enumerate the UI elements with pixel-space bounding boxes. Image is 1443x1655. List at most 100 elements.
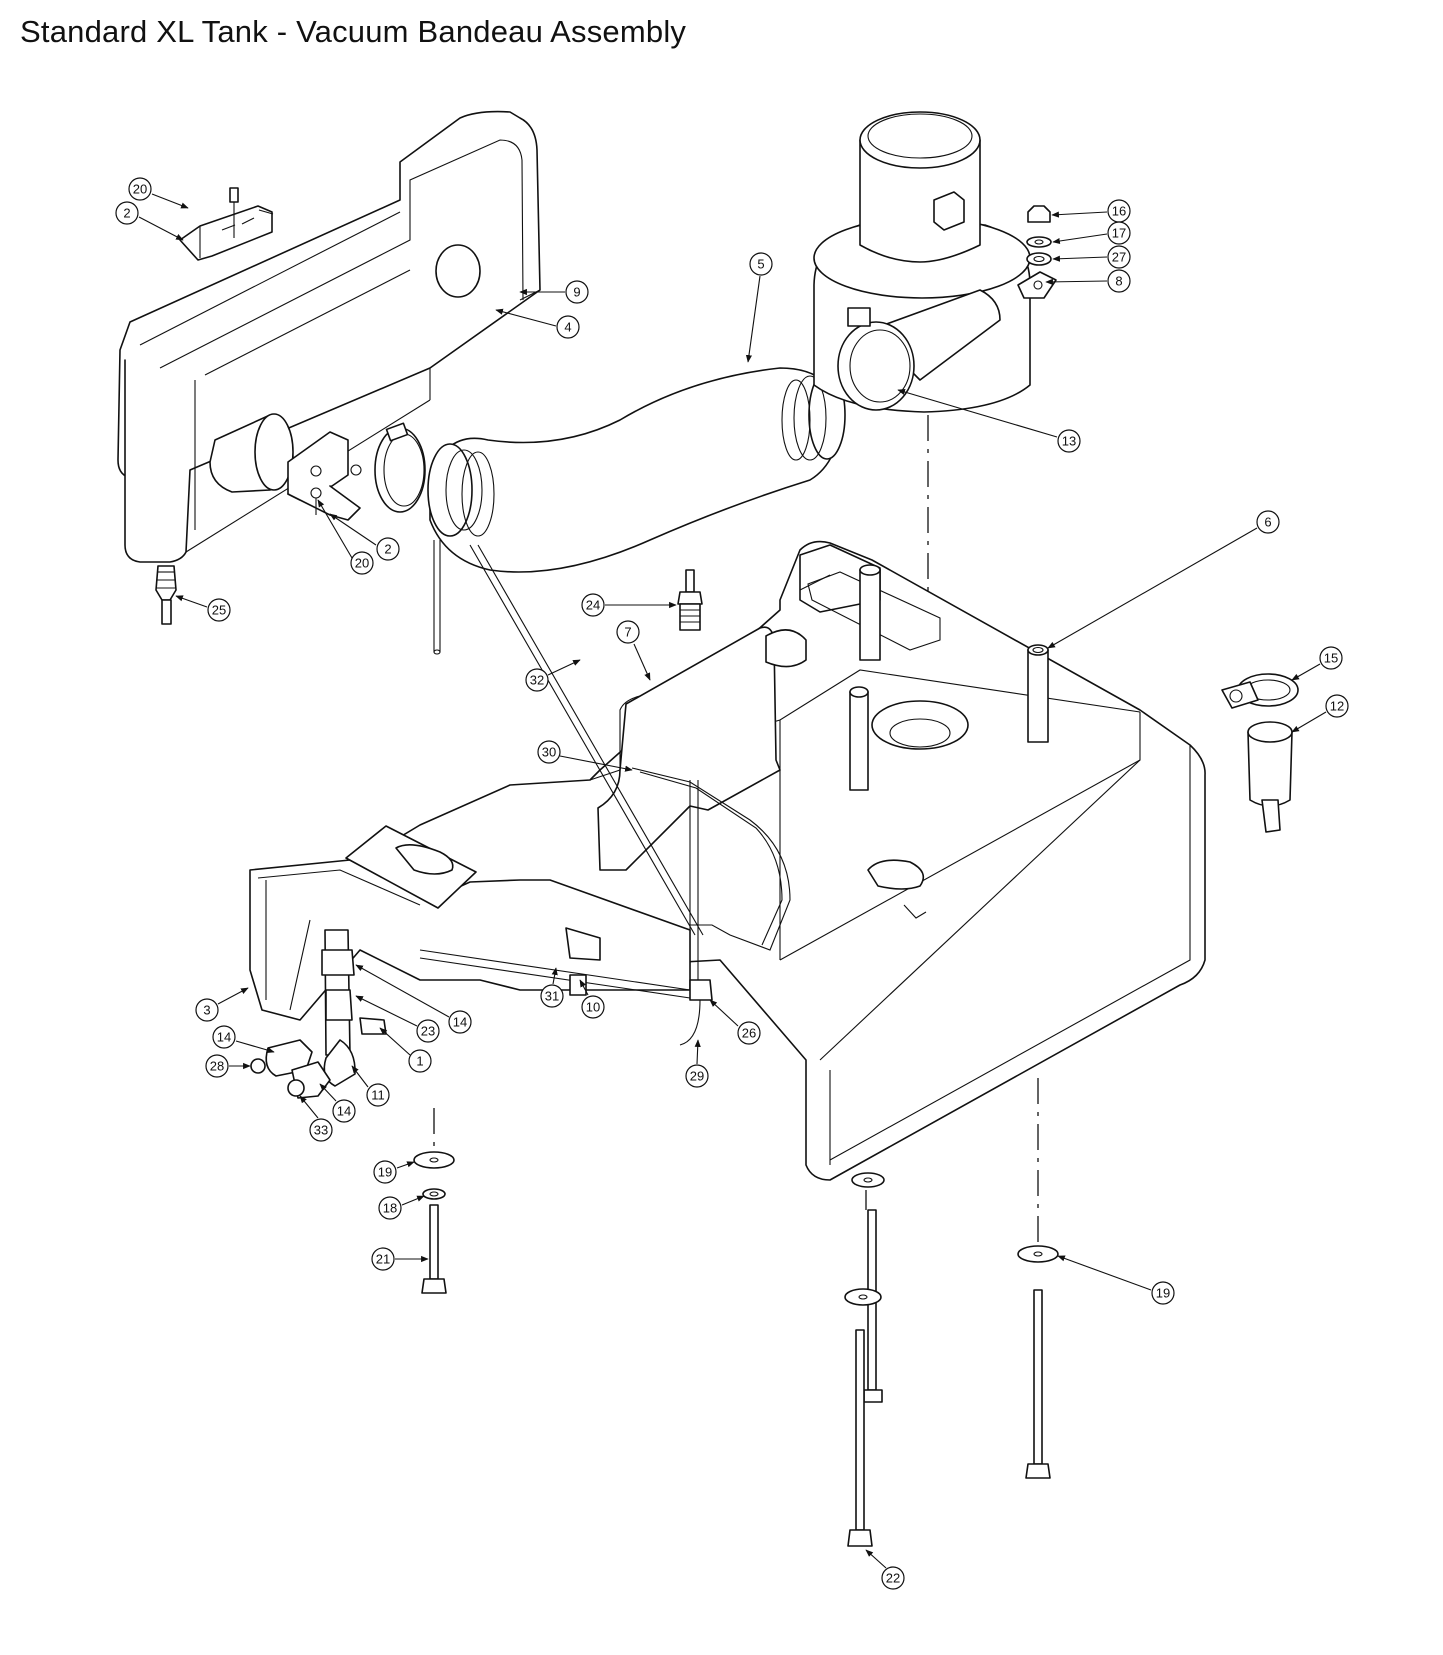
callout-20a: 20 [128, 177, 189, 209]
callout-14a: 14 [212, 1025, 275, 1054]
svg-text:16: 16 [1112, 204, 1126, 219]
vacuum-motor [813, 111, 1057, 413]
svg-text:30: 30 [542, 745, 556, 760]
callouts: 20 2 9 4 5 16 17 [115, 177, 1349, 1590]
bracket-lower [287, 431, 362, 521]
callout-9: 9 [519, 280, 589, 304]
fitting-24 [677, 569, 703, 631]
svg-text:28: 28 [210, 1059, 224, 1074]
page-title: Standard XL Tank - Vacuum Bandeau Assemb… [20, 14, 687, 49]
callout-2a: 2 [115, 201, 184, 241]
callout-33: 33 [299, 1095, 333, 1142]
callout-19a: 19 [373, 1160, 415, 1184]
callout-19b: 19 [1057, 1255, 1175, 1305]
svg-text:6: 6 [1264, 515, 1271, 530]
callout-22: 22 [865, 1549, 905, 1590]
svg-text:14: 14 [337, 1104, 351, 1119]
callout-3: 3 [195, 987, 249, 1022]
svg-text:3: 3 [203, 1003, 210, 1018]
svg-text:31: 31 [545, 989, 559, 1004]
svg-text:20: 20 [133, 182, 147, 197]
svg-text:2: 2 [123, 206, 130, 221]
bolt-center-upper [863, 1209, 883, 1403]
callout-10: 10 [579, 979, 605, 1019]
svg-text:11: 11 [371, 1088, 385, 1103]
svg-text:19: 19 [1156, 1286, 1170, 1301]
bandeau-housing [117, 110, 541, 563]
svg-text:20: 20 [355, 556, 369, 571]
callout-11: 11 [351, 1065, 390, 1107]
svg-text:5: 5 [757, 257, 764, 272]
callout-25: 25 [175, 595, 231, 622]
washer-under-tank [851, 1172, 885, 1188]
callout-6: 6 [1047, 510, 1280, 649]
svg-text:32: 32 [530, 673, 544, 688]
washer-19-left [413, 1151, 455, 1169]
bolt-right [1025, 1289, 1051, 1479]
svg-text:13: 13 [1062, 434, 1076, 449]
svg-text:1: 1 [416, 1054, 423, 1069]
callout-14c: 14 [355, 964, 472, 1034]
svg-text:10: 10 [586, 1000, 600, 1015]
callout-7: 7 [616, 620, 651, 681]
callout-26: 26 [709, 999, 761, 1045]
callout-27: 27 [1052, 245, 1131, 269]
svg-text:9: 9 [573, 285, 580, 300]
bolt-22 [847, 1329, 873, 1547]
svg-text:14: 14 [217, 1030, 231, 1045]
svg-text:19: 19 [378, 1165, 392, 1180]
svg-text:29: 29 [690, 1069, 704, 1084]
svg-text:2: 2 [384, 542, 391, 557]
svg-text:27: 27 [1112, 250, 1126, 265]
svg-text:21: 21 [376, 1252, 390, 1267]
callout-13: 13 [897, 389, 1081, 453]
cup-12 [1247, 721, 1293, 833]
svg-text:12: 12 [1330, 699, 1344, 714]
callout-29: 29 [685, 1039, 709, 1088]
svg-text:26: 26 [742, 1026, 756, 1041]
callout-14b: 14 [319, 1083, 356, 1123]
callout-28: 28 [205, 1054, 251, 1078]
fitting-25 [155, 565, 177, 625]
bracket-upper [179, 187, 274, 261]
svg-text:14: 14 [453, 1015, 467, 1030]
lockwasher-18 [422, 1188, 446, 1200]
callout-20b: 20 [317, 499, 374, 575]
callout-4: 4 [495, 308, 580, 339]
callout-31: 31 [540, 967, 564, 1008]
callout-1: 1 [379, 1027, 432, 1073]
callout-12: 12 [1291, 694, 1349, 733]
callout-2b: 2 [329, 513, 400, 561]
callout-32: 32 [525, 659, 581, 692]
svg-text:8: 8 [1115, 274, 1122, 289]
callout-21: 21 [371, 1247, 429, 1271]
callout-23: 23 [355, 995, 440, 1043]
callout-17: 17 [1052, 221, 1131, 245]
rod-32 [469, 544, 704, 936]
tube-30 [631, 767, 791, 980]
svg-text:7: 7 [624, 625, 631, 640]
svg-text:33: 33 [314, 1123, 328, 1138]
clamp-15 [1221, 673, 1299, 709]
washer-19-right [1017, 1245, 1059, 1263]
svg-text:15: 15 [1324, 651, 1338, 666]
svg-text:24: 24 [586, 598, 600, 613]
washer-center [844, 1288, 882, 1306]
svg-text:17: 17 [1112, 226, 1126, 241]
callout-24: 24 [581, 593, 677, 617]
hose-clamp-left [374, 422, 426, 513]
svg-text:4: 4 [564, 320, 571, 335]
callout-8: 8 [1045, 269, 1131, 293]
bolt-21 [421, 1204, 447, 1294]
svg-text:25: 25 [212, 603, 226, 618]
svg-text:23: 23 [421, 1024, 435, 1039]
callout-18: 18 [378, 1195, 425, 1220]
svg-text:22: 22 [886, 1571, 900, 1586]
svg-text:18: 18 [383, 1201, 397, 1216]
callout-16: 16 [1051, 199, 1131, 223]
callout-30: 30 [537, 740, 633, 772]
callout-5: 5 [745, 252, 773, 363]
vacuum-hose [427, 367, 846, 655]
callout-15: 15 [1291, 646, 1343, 681]
